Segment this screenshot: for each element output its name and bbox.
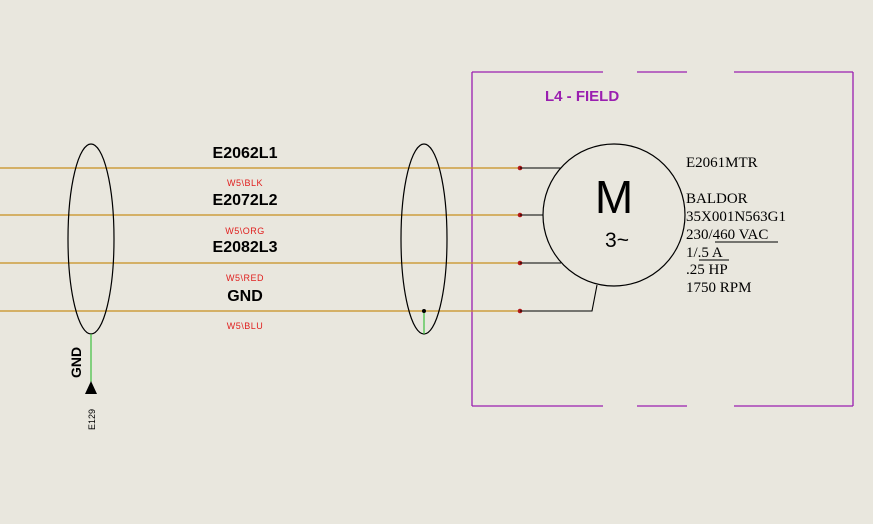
motor-tag: E2061MTR bbox=[686, 155, 758, 171]
motor-current-prefix: 1/ bbox=[686, 245, 699, 261]
ground-arrow-icon bbox=[85, 381, 97, 394]
motor-voltage-main: 460 VAC bbox=[713, 227, 769, 243]
motor-speed: 1750 RPM bbox=[686, 280, 751, 296]
shield-drain-dot bbox=[422, 309, 426, 313]
wire-color-l2: W5\ORG bbox=[225, 226, 265, 236]
motor-symbol bbox=[542, 143, 686, 287]
motor-voltage-prefix: 230/ bbox=[686, 227, 714, 243]
wire-color-gnd: W5\BLU bbox=[227, 321, 264, 331]
motor-current-main: .5 A bbox=[698, 245, 723, 261]
wire-label-l3: E2082L3 bbox=[213, 239, 278, 256]
motor-power: .25 HP bbox=[686, 262, 728, 278]
motor-manufacturer: BALDOR bbox=[686, 191, 748, 207]
motor-letter: M bbox=[595, 171, 633, 223]
motor-current: 1/.5 A bbox=[686, 245, 723, 261]
terminals bbox=[517, 165, 523, 314]
ground-ref: E129 bbox=[87, 409, 97, 430]
wire-label-l1: E2062L1 bbox=[213, 145, 278, 162]
conductors bbox=[0, 167, 520, 312]
cable-bundle-right bbox=[400, 143, 448, 335]
wire-label-l2: E2072L2 bbox=[213, 192, 278, 209]
motor-phase: 3~ bbox=[605, 229, 629, 252]
cable-bundle-left bbox=[67, 143, 115, 335]
wire-color-l3: W5\RED bbox=[226, 273, 264, 283]
motor-leads bbox=[520, 167, 598, 312]
motor-model: 35X001N563G1 bbox=[686, 209, 786, 225]
field-enclosure bbox=[471, 71, 854, 407]
wire-label-gnd: GND bbox=[227, 288, 263, 305]
motor-voltage: 230/460 VAC bbox=[686, 227, 768, 243]
lead-gnd bbox=[520, 284, 598, 312]
ground-label: GND bbox=[68, 347, 84, 378]
wire-color-l1: W5\BLK bbox=[227, 178, 263, 188]
field-box-title: L4 - FIELD bbox=[545, 88, 619, 105]
